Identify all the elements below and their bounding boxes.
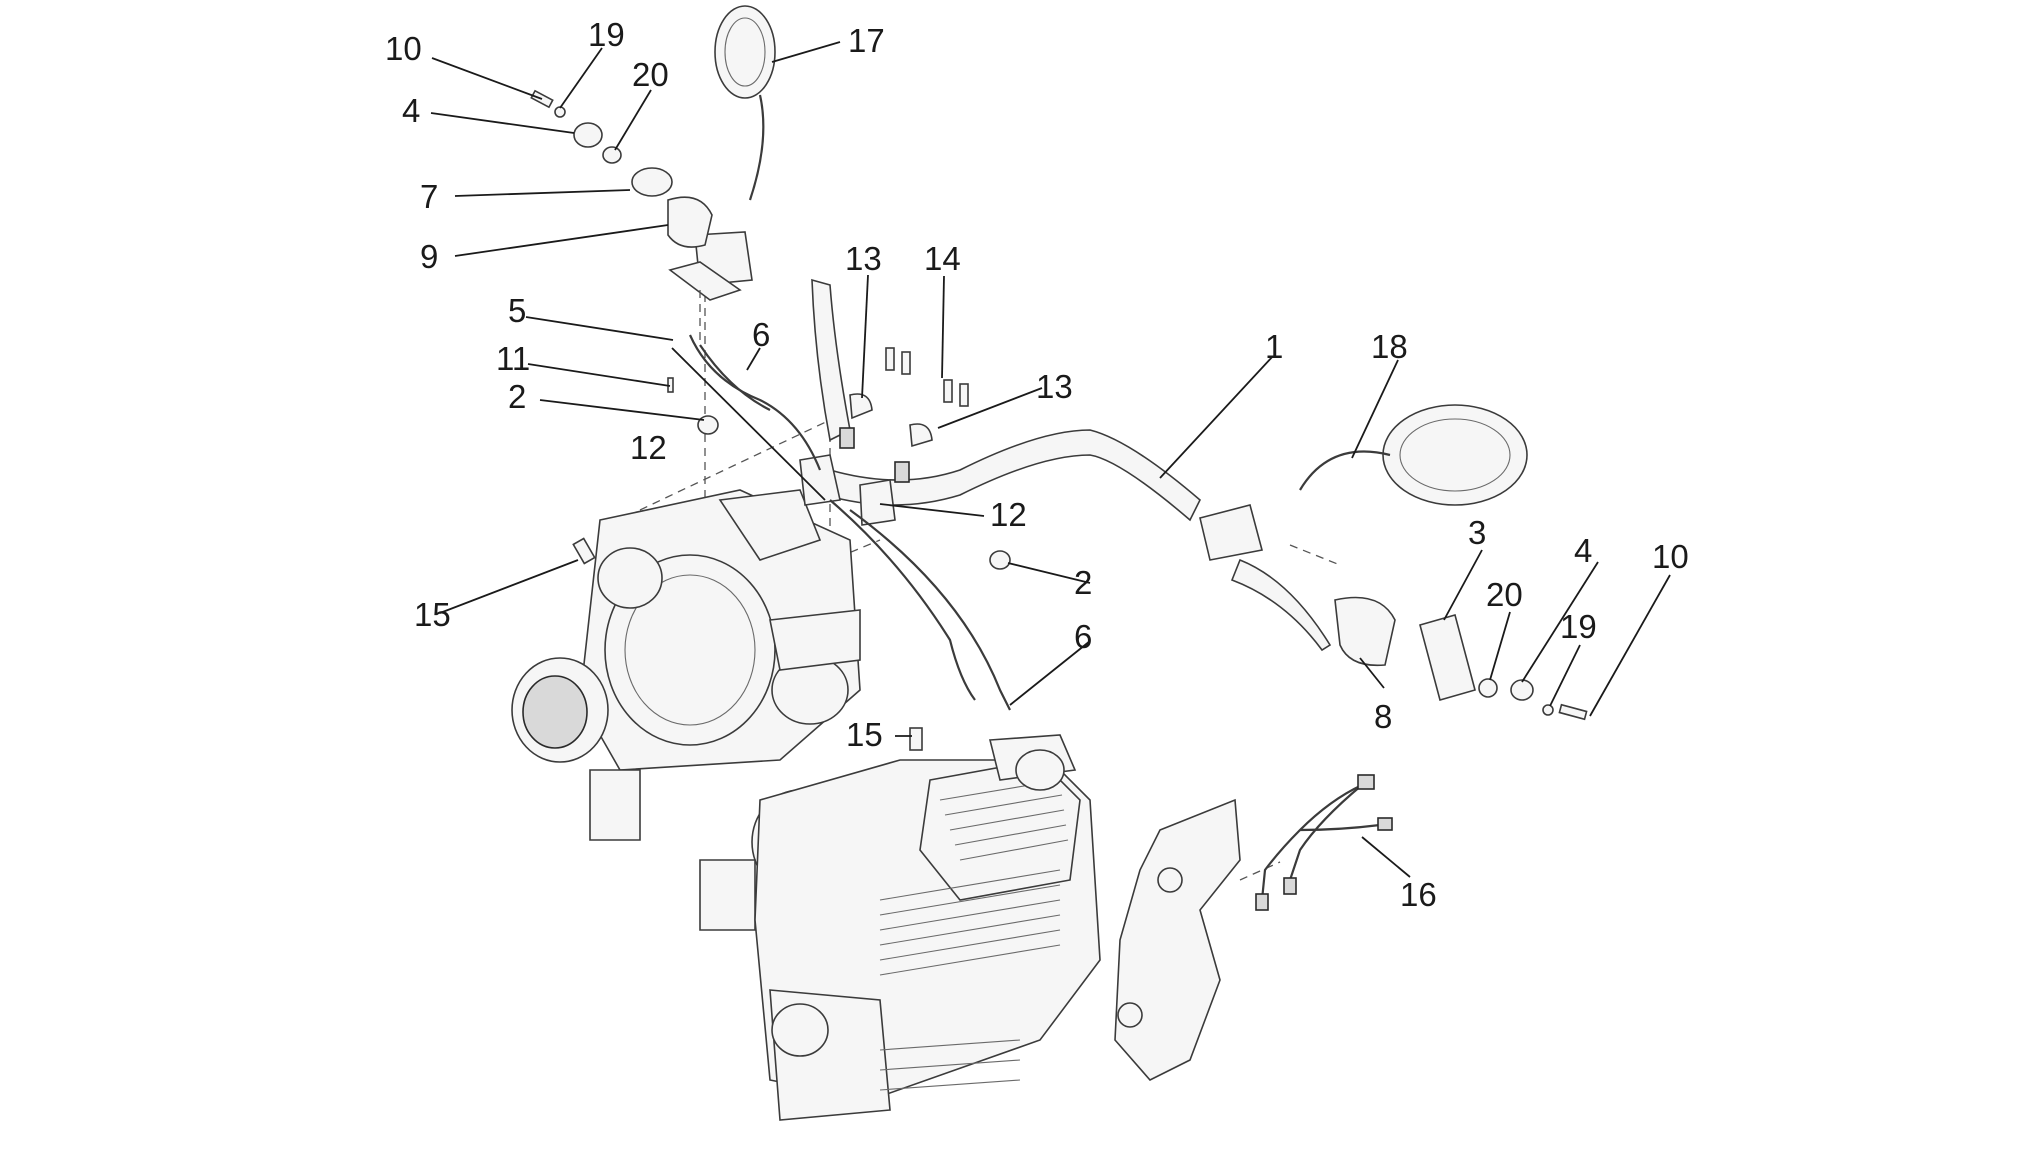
callout-6-right: 6 [1074, 618, 1092, 655]
callout-14: 14 [924, 240, 961, 277]
callout-10-right: 10 [1652, 538, 1689, 575]
callout-1: 1 [1265, 328, 1283, 365]
callout-6-left: 6 [752, 316, 770, 353]
callout-8: 8 [1374, 698, 1392, 735]
callout-2-right: 2 [1074, 564, 1092, 601]
engine-illustration [511, 280, 1101, 1121]
callout-12-right: 12 [990, 496, 1027, 533]
callout-4-top-left: 4 [402, 92, 420, 129]
wiring-harness [1255, 774, 1393, 911]
leader-lines [430, 41, 1671, 878]
callout-labels: 10 19 20 4 7 9 17 13 14 13 1 18 5 6 11 2… [385, 16, 1689, 913]
callout-12-left: 12 [630, 429, 667, 466]
callout-15-center: 15 [846, 716, 883, 753]
callout-13-left: 13 [845, 240, 882, 277]
callout-5: 5 [508, 292, 526, 329]
callout-2-left: 2 [508, 378, 526, 415]
callout-16: 16 [1400, 876, 1437, 913]
right-controls [829, 404, 1588, 751]
callout-4-right: 4 [1574, 532, 1592, 569]
callout-11: 11 [496, 340, 530, 377]
callout-18: 18 [1371, 328, 1408, 365]
callout-19-top-left: 19 [588, 16, 625, 53]
callout-15-left: 15 [414, 596, 451, 633]
callout-20-right: 20 [1486, 576, 1523, 613]
callout-13-right: 13 [1036, 368, 1073, 405]
callout-10-top-left: 10 [385, 30, 422, 67]
handlebar [799, 278, 1201, 526]
callout-17: 17 [848, 22, 885, 59]
callout-3: 3 [1468, 514, 1486, 551]
callout-20-top-left: 20 [632, 56, 669, 93]
callout-19-right: 19 [1560, 608, 1597, 645]
callout-9: 9 [420, 238, 438, 275]
side-cover-illustration [1114, 798, 1281, 1081]
callout-7: 7 [420, 178, 438, 215]
left-controls [530, 5, 822, 565]
